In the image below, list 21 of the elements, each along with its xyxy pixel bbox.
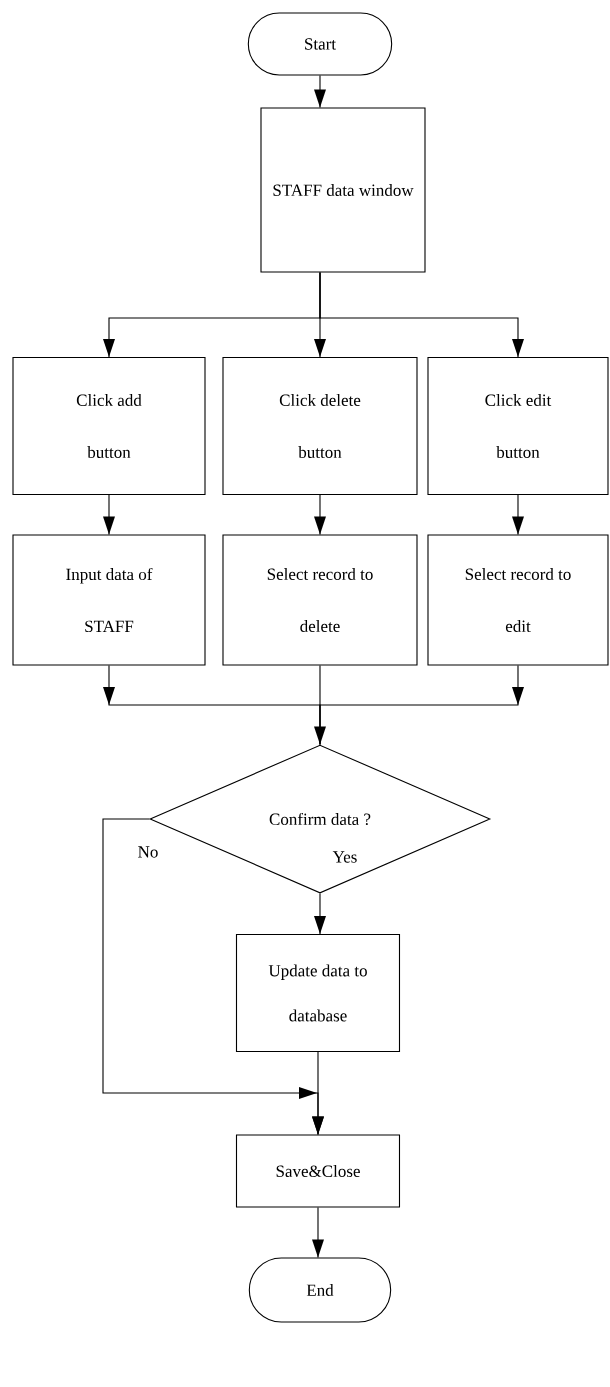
process-box: Select record to delete	[222, 534, 418, 666]
arrow	[314, 494, 326, 535]
arrow	[512, 494, 524, 535]
arrow	[314, 75, 326, 108]
process-box: Input data of STAFF	[12, 534, 206, 666]
process-box: Select record to edit	[427, 534, 609, 666]
process-box: Click delete button	[222, 356, 418, 496]
process-box: STAFF data window	[260, 107, 426, 273]
end-terminal: End	[248, 1257, 392, 1323]
edge-label: Yes	[332, 851, 357, 863]
start-terminal: Start	[247, 12, 393, 76]
arrow	[312, 1051, 324, 1135]
arrow	[312, 1207, 324, 1258]
arrow	[314, 893, 326, 935]
arrow	[319, 665, 524, 745]
arrow	[103, 494, 115, 535]
process-box: Click edit button	[427, 356, 609, 496]
process-box: Save&Close	[235, 1134, 401, 1208]
arrow	[319, 272, 524, 358]
process-box: Click add button	[12, 356, 206, 496]
process-box: Update data to database	[235, 933, 401, 1053]
